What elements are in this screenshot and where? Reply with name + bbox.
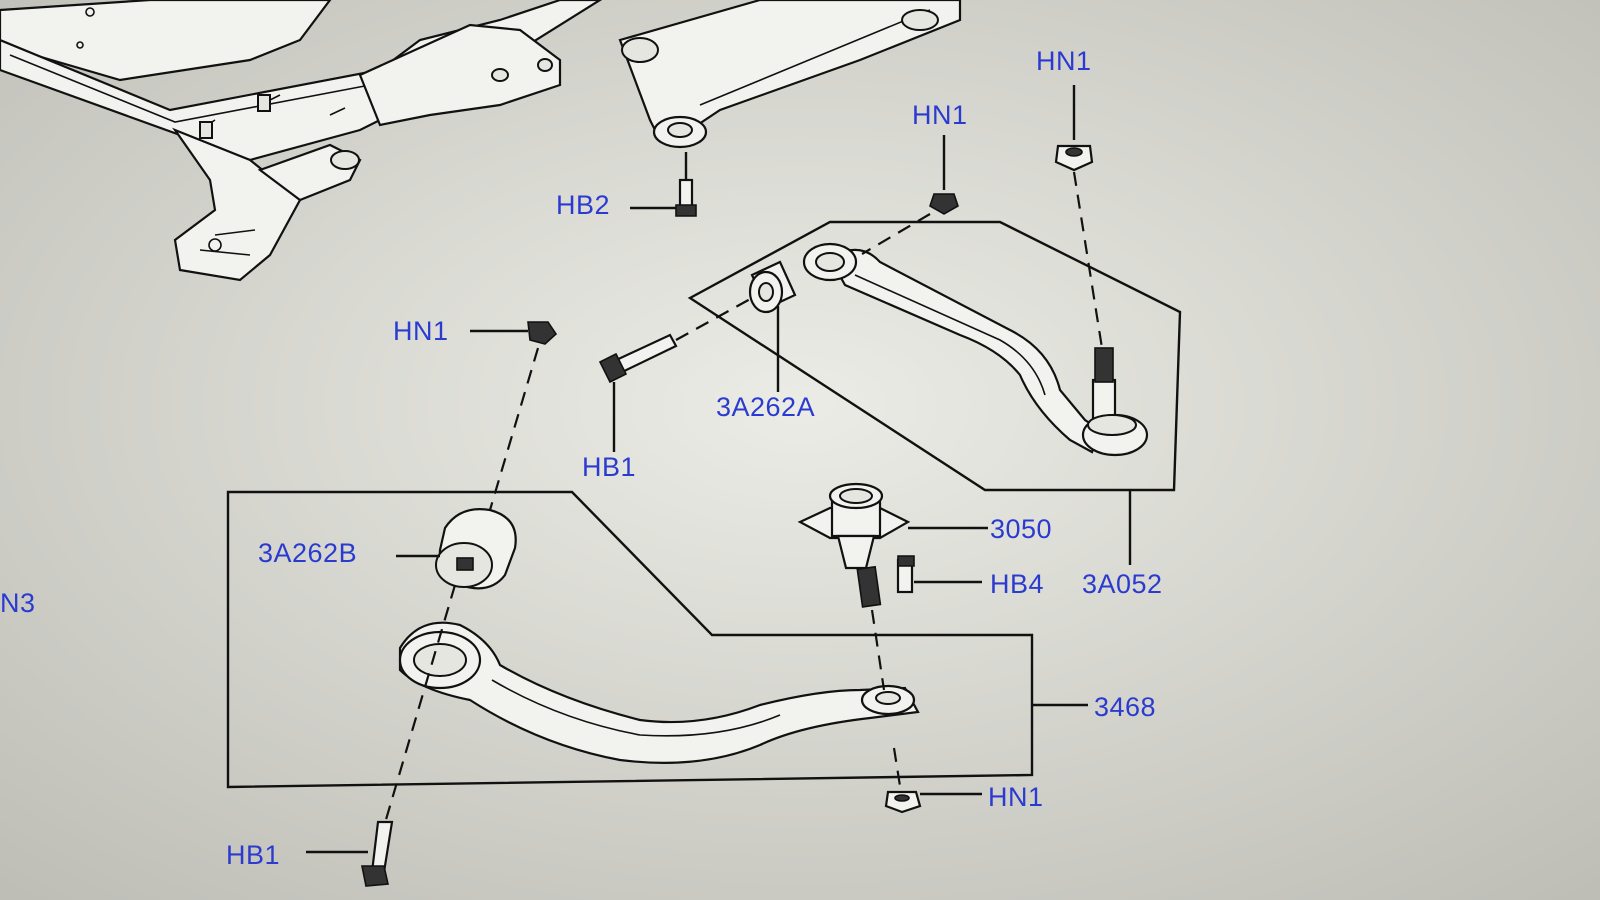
label-hn1-bottom: HN1 <box>988 782 1044 812</box>
label-hn1-top-mid: HN1 <box>912 100 968 130</box>
lower-arm-kit-outline <box>226 490 1034 789</box>
hb1-upper-bolt <box>598 297 753 452</box>
ball-joint-3050 <box>797 482 988 691</box>
hn1-left-nut <box>470 321 558 511</box>
label-3a262a: 3A262A <box>716 392 815 422</box>
bushing-3a262b <box>396 508 517 590</box>
label-3a052: 3A052 <box>1082 569 1163 599</box>
label-hb1-upper: HB1 <box>582 452 636 482</box>
hn1-top-mid-nut <box>861 135 959 255</box>
bushing-3a262a <box>748 260 797 392</box>
subframe-drawing <box>0 0 962 282</box>
label-hb4: HB4 <box>990 569 1044 599</box>
upper-arm-kit-outline <box>687 220 1182 492</box>
lower-control-arm <box>378 584 920 841</box>
label-3468: 3468 <box>1094 692 1156 722</box>
label-3a262b: 3A262B <box>258 538 357 568</box>
hb4-bolt <box>896 555 982 594</box>
hb1-lower-bolt <box>306 820 394 887</box>
label-hn1-left: HN1 <box>393 316 449 346</box>
label-3050: 3050 <box>990 514 1052 544</box>
label-hn3-edge: N3 <box>0 588 36 618</box>
hb2-bolt <box>630 152 697 217</box>
label-hn1-top-right: HN1 <box>1036 46 1092 76</box>
hn1-top-right-nut <box>1054 85 1104 349</box>
upper-control-arm <box>802 242 1149 457</box>
label-hb1-lower: HB1 <box>226 840 280 870</box>
label-hb2: HB2 <box>556 190 610 220</box>
hn1-bottom-nut <box>884 747 982 814</box>
